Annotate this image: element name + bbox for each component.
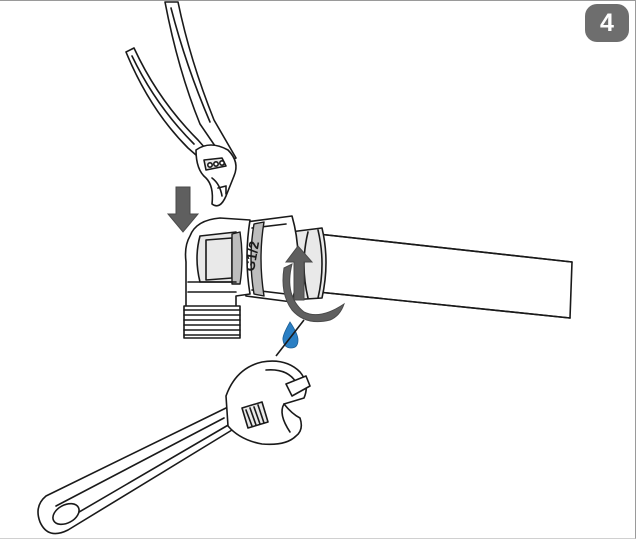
male-thread	[183, 305, 241, 339]
pipe	[317, 233, 573, 319]
elbow-fitting	[184, 217, 251, 323]
step-number-badge: 4	[585, 4, 629, 42]
water-drop-icon	[275, 319, 305, 357]
wrench-icon	[37, 360, 311, 535]
down-arrow-icon	[166, 186, 200, 233]
pliers-icon	[125, 1, 237, 207]
rotate-arrow-icon	[282, 245, 345, 323]
